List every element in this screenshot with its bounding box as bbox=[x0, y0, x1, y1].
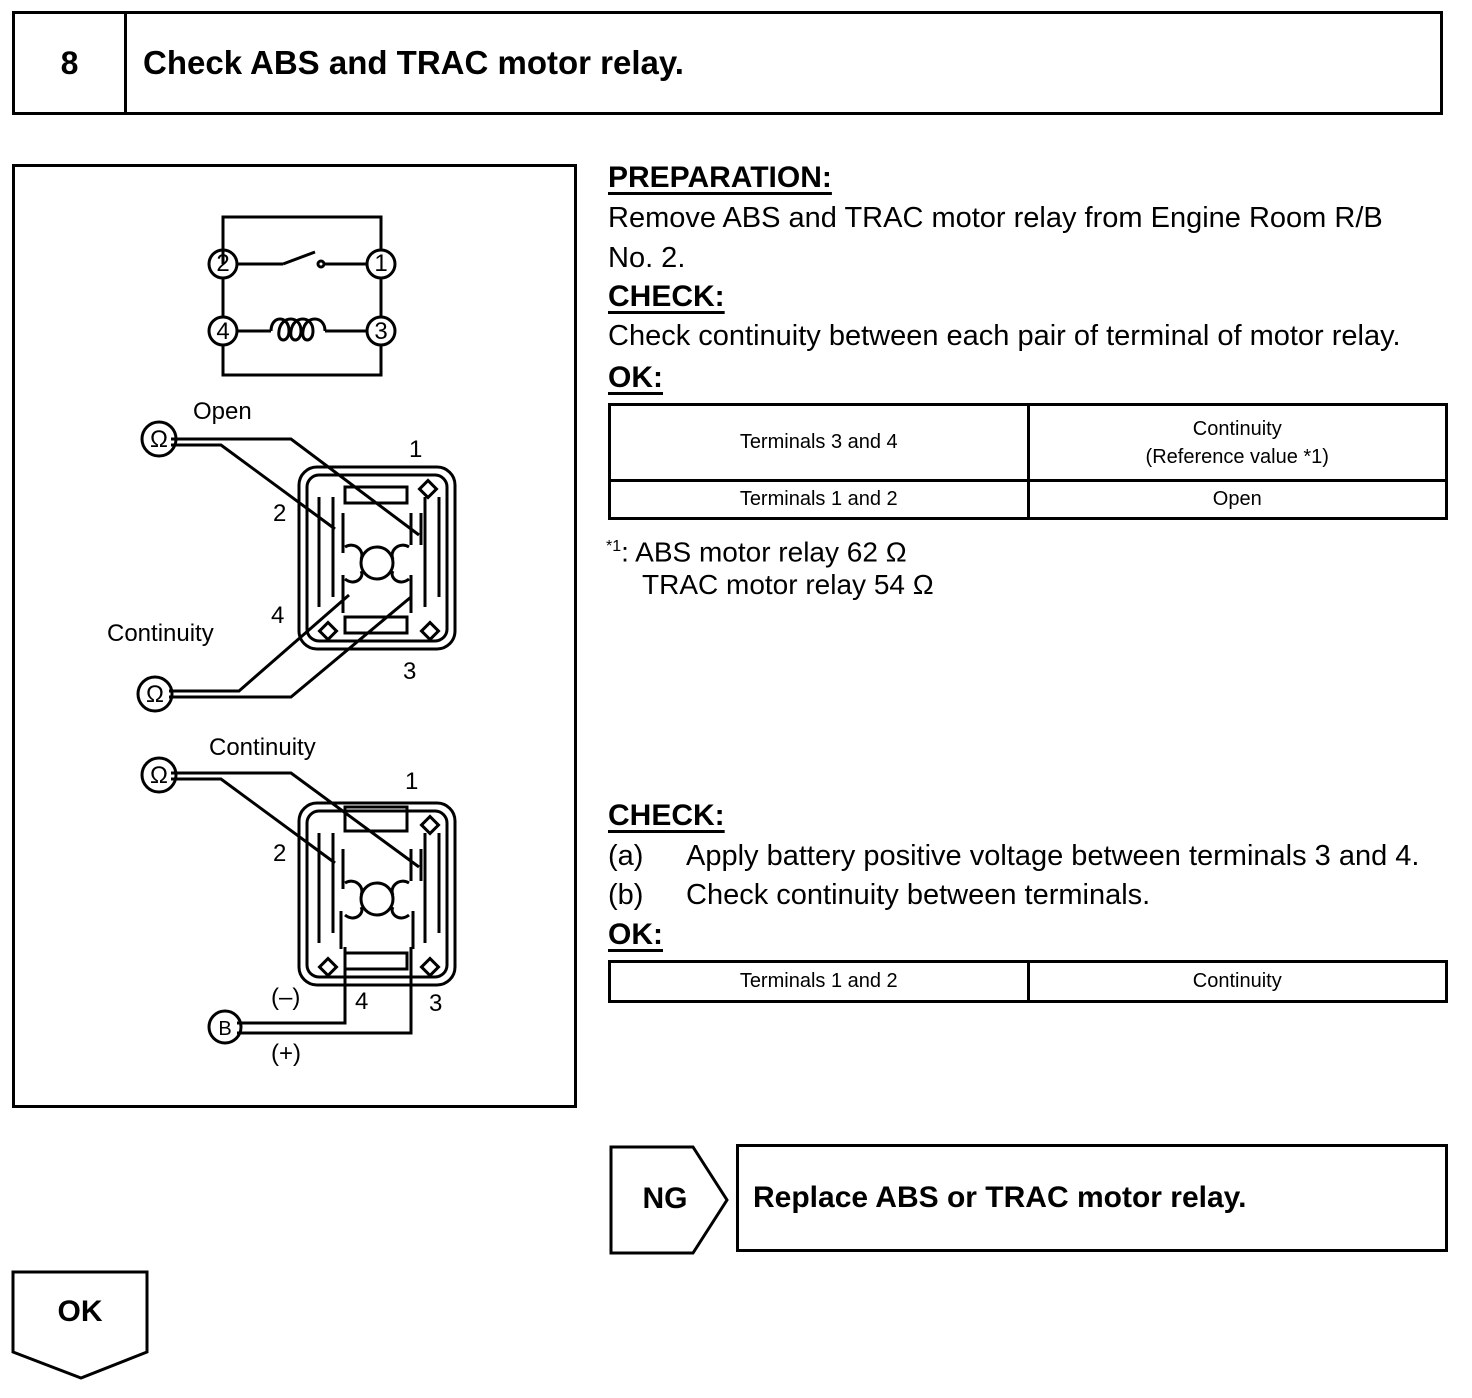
bottom-continuity-label: Continuity bbox=[209, 734, 316, 761]
footnote-text-1: : ABS motor relay 62 Ω bbox=[621, 536, 907, 568]
ohm-symbol: Ω bbox=[146, 681, 164, 708]
table-cell: Terminals 1 and 2 bbox=[608, 479, 1030, 520]
top-terminal-1: 1 bbox=[409, 436, 422, 463]
step-number: 8 bbox=[15, 14, 127, 112]
bottom-terminal-3: 3 bbox=[429, 990, 442, 1017]
open-label: Open bbox=[193, 398, 252, 425]
ohmmeter-icon bbox=[140, 756, 178, 794]
table-row: Terminals 1 and 2 Continuity bbox=[608, 960, 1448, 1003]
check-text-1: Check continuity between each pair of te… bbox=[608, 320, 1401, 352]
schematic-terminal-4: 4 bbox=[216, 318, 229, 345]
ng-arrow-shape bbox=[609, 1145, 729, 1255]
ohmmeter-icon bbox=[136, 420, 178, 713]
ohm-symbol: Ω bbox=[150, 426, 168, 453]
schematic-terminal-3: 3 bbox=[374, 318, 387, 345]
battery-symbol: B bbox=[218, 1018, 231, 1040]
ng-action-text: Replace ABS or TRAC motor relay. bbox=[753, 1181, 1247, 1214]
ok-label: OK bbox=[57, 1295, 103, 1328]
schematic-terminal-2: 2 bbox=[216, 250, 229, 277]
step-a-label: (a) bbox=[608, 840, 644, 872]
preparation-text-line2: No. 2. bbox=[608, 242, 686, 274]
table-row: Terminals 3 and 4 Continuity (Reference … bbox=[608, 403, 1448, 482]
battery-icon bbox=[207, 1009, 243, 1045]
relay-diagram: 2 1 4 3 Open Ω 1 2 Continuity 4 Ω 3 Cont… bbox=[107, 215, 457, 1067]
plus-label: (+) bbox=[271, 1040, 301, 1067]
table-cell: Terminals 3 and 4 bbox=[608, 403, 1030, 482]
minus-label: (–) bbox=[271, 984, 300, 1011]
preparation-text-line1: Remove ABS and TRAC motor relay from Eng… bbox=[608, 202, 1383, 234]
table-row: Terminals 1 and 2 Open bbox=[608, 479, 1448, 520]
ohm-symbol: Ω bbox=[150, 762, 168, 789]
result-line: Continuity bbox=[1192, 417, 1282, 440]
top-terminal-3: 3 bbox=[403, 658, 416, 685]
step-title: Check ABS and TRAC motor relay. bbox=[143, 44, 684, 81]
result-reference: (Reference value *1) bbox=[1145, 445, 1329, 468]
footnote-line1: *1: ABS motor relay 62 Ω bbox=[606, 528, 907, 571]
ok-heading-2: OK: bbox=[608, 918, 663, 951]
step-header: 8 Check ABS and TRAC motor relay. bbox=[12, 11, 1443, 115]
table-cell: Continuity bbox=[1026, 960, 1448, 1003]
continuity-label: Continuity bbox=[107, 620, 214, 647]
footnote-mark: *1 bbox=[606, 538, 622, 555]
bottom-terminal-1: 1 bbox=[405, 768, 418, 795]
ng-label: NG bbox=[642, 1182, 688, 1215]
ng-action-box: Replace ABS or TRAC motor relay. bbox=[736, 1144, 1448, 1252]
check-heading-1: CHECK: bbox=[608, 280, 725, 313]
schematic-terminal-1: 1 bbox=[374, 250, 387, 277]
bottom-terminal-4: 4 bbox=[355, 988, 368, 1015]
footnote-line2: TRAC motor relay 54 Ω bbox=[642, 569, 934, 600]
top-terminal-4: 4 bbox=[271, 602, 284, 629]
spec-table-2: Terminals 1 and 2 Continuity bbox=[608, 960, 1448, 1003]
ok-heading-1: OK: bbox=[608, 361, 663, 394]
relay-figure: 2 1 4 3 Open Ω 1 2 Continuity 4 Ω 3 Cont… bbox=[12, 164, 577, 1108]
relay-schematic-icon bbox=[207, 215, 397, 377]
top-probe-leads bbox=[169, 437, 420, 699]
step-a-text: Apply battery positive voltage between t… bbox=[686, 840, 1420, 872]
relay-connector-icon bbox=[297, 801, 457, 987]
bottom-terminal-2: 2 bbox=[273, 840, 286, 867]
table-cell: Terminals 1 and 2 bbox=[608, 960, 1030, 1003]
table-cell: Open bbox=[1026, 479, 1448, 520]
step-b-text: Check continuity between terminals. bbox=[686, 879, 1151, 911]
table-cell: Continuity (Reference value *1) bbox=[1026, 403, 1448, 482]
step-b-label: (b) bbox=[608, 879, 644, 911]
top-terminal-2: 2 bbox=[273, 500, 286, 527]
bottom-probe-leads bbox=[171, 771, 420, 1035]
relay-connector-icon bbox=[297, 465, 457, 651]
check-heading-2: CHECK: bbox=[608, 799, 725, 832]
ok-arrow-shape bbox=[11, 1270, 149, 1380]
preparation-heading: PREPARATION: bbox=[608, 161, 832, 194]
spec-table-1: Terminals 3 and 4 Continuity (Reference … bbox=[608, 403, 1448, 520]
